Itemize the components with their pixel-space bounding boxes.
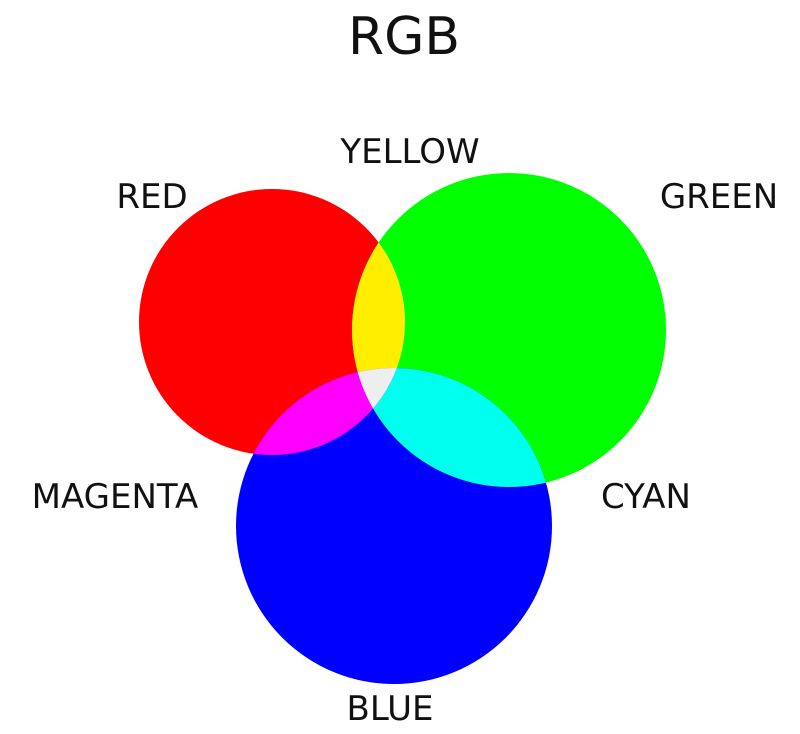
label-blue: BLUE [347,689,434,729]
label-cyan: CYAN [601,477,691,517]
label-red: RED [116,177,187,217]
label-green: GREEN [660,177,778,217]
label-yellow: YELLOW [339,132,479,172]
magenta-overlap [236,368,405,455]
label-magenta: MAGENTA [32,477,199,517]
diagram-title: RGB [348,7,460,67]
cyan-overlap [352,368,552,487]
